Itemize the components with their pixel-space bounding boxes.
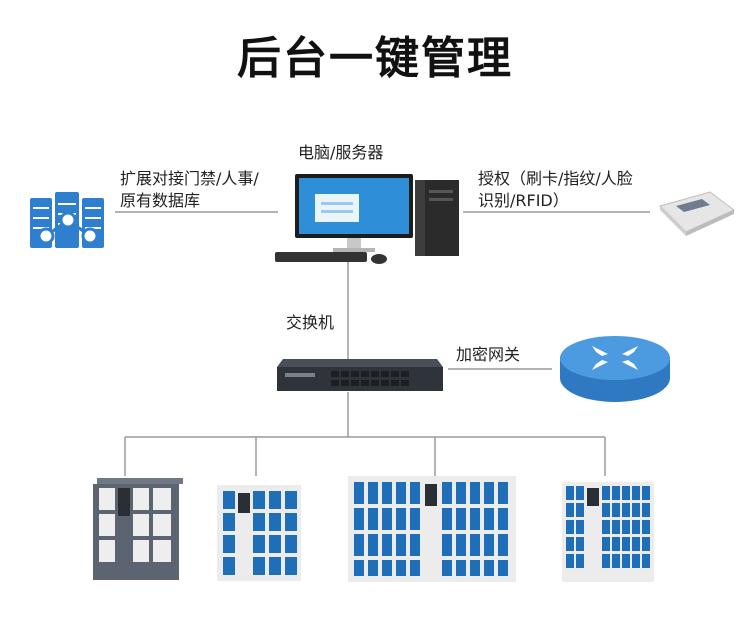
network-switch-icon xyxy=(277,359,443,391)
gateway-label: 加密网关 xyxy=(456,345,521,364)
computer-server-icon xyxy=(275,174,459,264)
database-icon xyxy=(30,192,104,248)
auth-label-line2: 识别/RFID） xyxy=(478,191,569,210)
locker-cabinet-1 xyxy=(93,478,183,580)
database-label-line1: 扩展对接门禁/人事/ xyxy=(120,169,259,188)
auth-label-line1: 授权（刷卡/指纹/人脸 xyxy=(478,169,633,188)
locker-cabinet-3 xyxy=(348,476,516,582)
database-label-line2: 原有数据库 xyxy=(120,191,201,210)
switch-label: 交换机 xyxy=(286,313,335,332)
computer-label: 电脑/服务器 xyxy=(298,143,384,162)
gateway-router-icon xyxy=(560,336,670,402)
locker-cabinet-2 xyxy=(217,485,301,581)
locker-cabinet-4 xyxy=(562,482,654,582)
diagram-title: 后台一键管理 xyxy=(237,33,513,84)
card-reader-icon xyxy=(659,191,735,236)
